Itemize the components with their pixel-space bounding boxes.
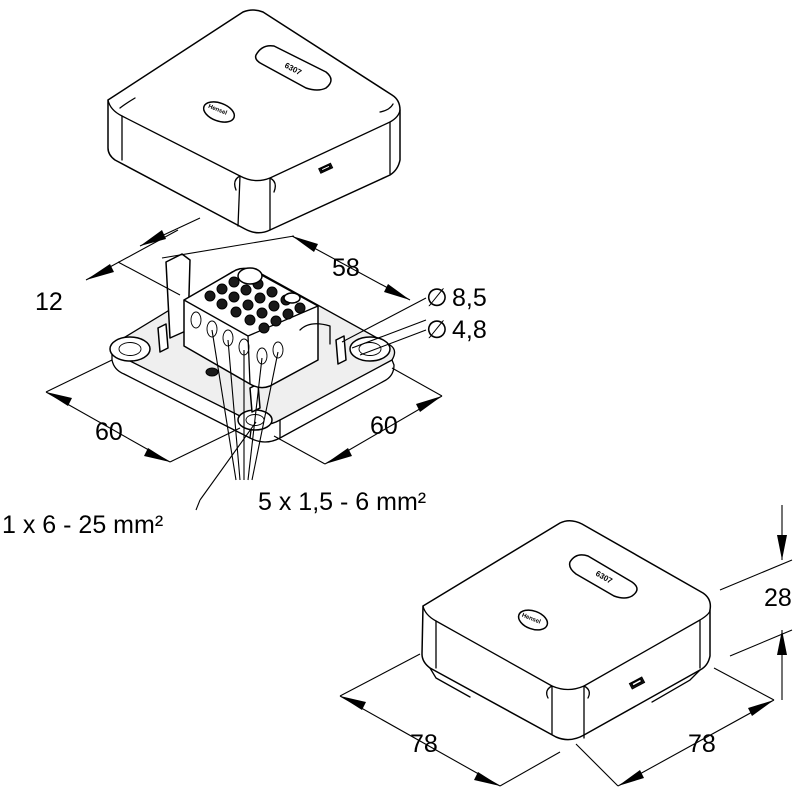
lid-top: 6307 Hensel (107, 9, 401, 234)
terminal-label-small: 5 x 1,5 - 6 mm² (258, 488, 426, 516)
dimension-label-hole-small: 4,8 (452, 316, 487, 344)
dimension-label-hole-large: 8,5 (452, 284, 487, 312)
assembled-box: 6307 Hensel (421, 520, 712, 741)
dimension-label-60-right: 60 (370, 412, 398, 440)
dimension-lines (45, 217, 793, 787)
diameter-symbol-small: ∅ (426, 316, 448, 344)
dimension-label-12: 12 (35, 288, 63, 316)
diameter-symbol-large: ∅ (426, 284, 448, 312)
dimension-label-60-left: 60 (95, 418, 123, 446)
dimension-label-78-left: 78 (410, 730, 438, 758)
dimension-label-58: 58 (332, 254, 360, 282)
terminal-label-large: 1 x 6 - 25 mm² (2, 511, 163, 539)
base-with-terminals (109, 253, 396, 443)
dimension-label-28: 28 (764, 584, 792, 612)
dimension-label-78-right: 78 (688, 730, 716, 758)
